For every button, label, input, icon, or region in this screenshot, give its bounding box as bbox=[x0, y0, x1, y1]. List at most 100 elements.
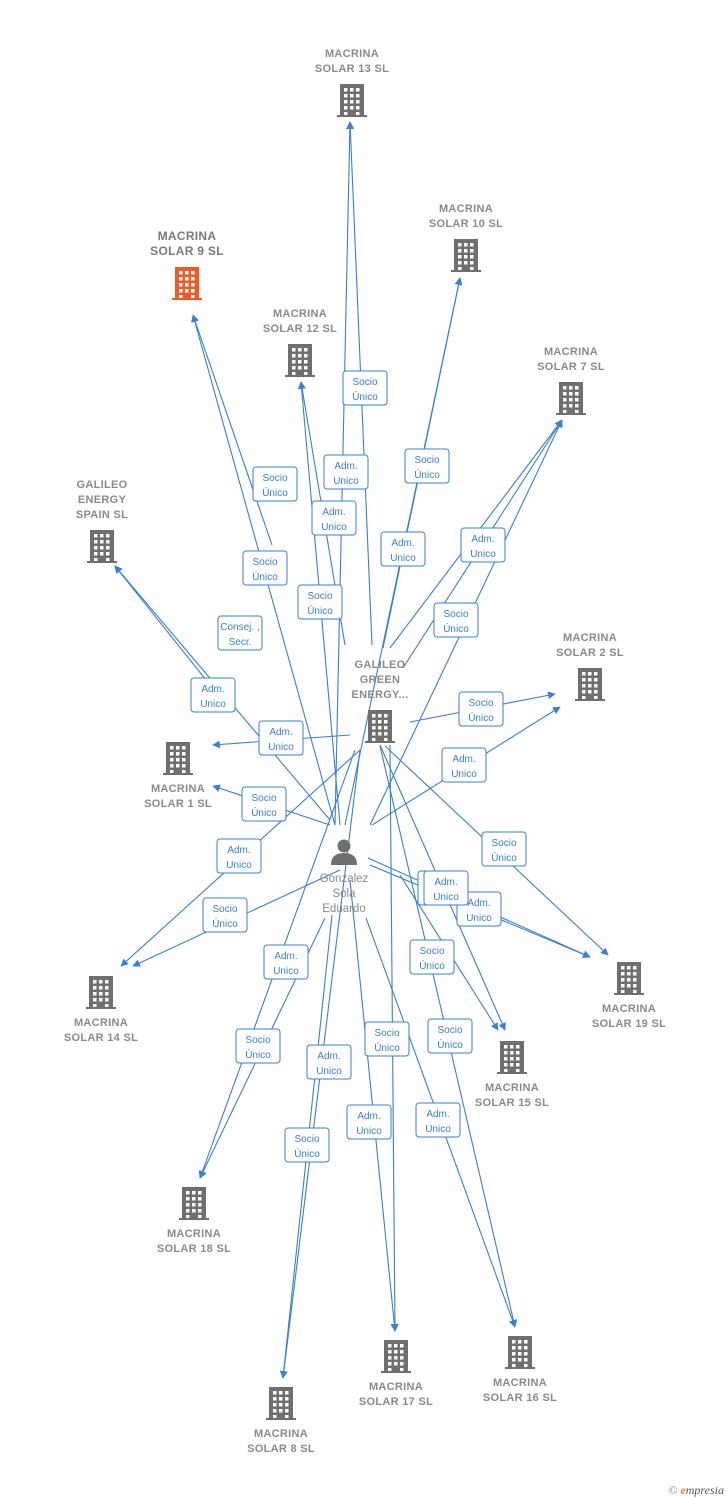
edge-labels-layer: SocioÚnicoSocioÚnicoAdm.UnicoSocioÚnicoS… bbox=[190, 370, 527, 1163]
relation-label[interactable]: Adm.Unico bbox=[323, 454, 369, 490]
relation-label[interactable]: Adm. Unico bbox=[415, 1102, 461, 1138]
person-icon bbox=[331, 839, 357, 865]
relation-label-text: Único bbox=[252, 570, 278, 583]
relation-label-text: Adm. bbox=[334, 461, 357, 472]
building-icon bbox=[86, 976, 116, 1009]
relation-label-text: Adm. bbox=[426, 1109, 449, 1120]
relation-label[interactable]: Consej. ,Secr. bbox=[217, 615, 263, 651]
relation-label[interactable]: Adm.Unico bbox=[380, 531, 426, 567]
relation-label-text: Único bbox=[294, 1147, 320, 1160]
relation-label-text: Unico bbox=[425, 1124, 451, 1135]
company-name: GALILEO bbox=[77, 479, 128, 491]
relation-label-text: Socio bbox=[352, 377, 377, 388]
copyright-symbol: © bbox=[668, 1483, 678, 1497]
company-name: MACRINA bbox=[493, 1377, 547, 1389]
relation-label[interactable]: Adm.Unico bbox=[423, 870, 469, 906]
relation-label-text: Adm. bbox=[357, 1111, 380, 1122]
footer-brand: © empresia bbox=[668, 1483, 724, 1498]
relation-label[interactable]: Adm.Unico bbox=[263, 944, 309, 980]
company-name: SOLAR 2 SL bbox=[556, 647, 624, 659]
company-name: SOLAR 19 SL bbox=[592, 1018, 666, 1030]
relation-label[interactable]: Adm. Unico bbox=[346, 1104, 392, 1140]
building-icon bbox=[575, 668, 605, 701]
relation-label-text: Socio bbox=[252, 557, 277, 568]
relation-label[interactable]: Adm.Unico bbox=[311, 500, 357, 536]
relation-label-text: Socio bbox=[419, 946, 444, 957]
relation-label-text: Unico bbox=[470, 549, 496, 560]
relation-label-text: Socio bbox=[443, 609, 468, 620]
relation-label-text: Adm. bbox=[434, 877, 457, 888]
building-icon bbox=[381, 1340, 411, 1373]
company-name: GREEN bbox=[360, 674, 401, 686]
relation-label[interactable]: Adm.Unico bbox=[190, 677, 236, 713]
relation-label-text: Unico bbox=[356, 1126, 382, 1137]
building-icon bbox=[365, 710, 395, 743]
company-node[interactable]: GALILEOGREENENERGY... bbox=[351, 659, 408, 743]
relation-label[interactable]: Adm.Unico bbox=[216, 838, 262, 874]
relation-label-text: Socio bbox=[468, 698, 493, 709]
company-name: MACRINA bbox=[151, 783, 205, 795]
company-name: SOLAR 8 SL bbox=[247, 1443, 315, 1455]
relation-label-text: Socio bbox=[294, 1134, 319, 1145]
relation-label-text: Unico bbox=[226, 860, 252, 871]
person-name: Sola bbox=[332, 888, 356, 900]
relation-label[interactable]: Adm.Unico bbox=[258, 720, 304, 756]
relation-label-text: Único bbox=[468, 711, 494, 724]
relation-label-text: Socio bbox=[251, 793, 276, 804]
relation-label[interactable]: Adm.Unico bbox=[441, 747, 487, 783]
relation-label-text: Socio bbox=[374, 1028, 399, 1039]
person-name: Eduardo bbox=[322, 903, 365, 915]
relation-label[interactable]: Adm.Unico bbox=[306, 1044, 352, 1080]
brand-name: mpresia bbox=[685, 1483, 724, 1497]
building-icon bbox=[285, 344, 315, 377]
relation-label[interactable]: Adm.Unico bbox=[460, 527, 506, 563]
relation-label-text: Unico bbox=[268, 742, 294, 753]
relation-label-text: Unico bbox=[321, 522, 347, 533]
company-name: SOLAR 14 SL bbox=[64, 1032, 138, 1044]
building-icon bbox=[87, 530, 117, 563]
relation-label-text: Adm. bbox=[452, 754, 475, 765]
relation-label-text: Unico bbox=[200, 699, 226, 710]
company-name: MACRINA bbox=[439, 203, 493, 215]
company-name: SOLAR 12 SL bbox=[263, 323, 337, 335]
relation-edge bbox=[191, 314, 273, 546]
company-name: SOLAR 13 SL bbox=[315, 63, 389, 75]
company-name: MACRINA bbox=[369, 1381, 423, 1393]
company-name: MACRINA bbox=[167, 1228, 221, 1240]
relation-label-text: Adm. bbox=[274, 951, 297, 962]
relation-label-text: Único bbox=[491, 851, 517, 864]
building-icon bbox=[614, 962, 644, 995]
